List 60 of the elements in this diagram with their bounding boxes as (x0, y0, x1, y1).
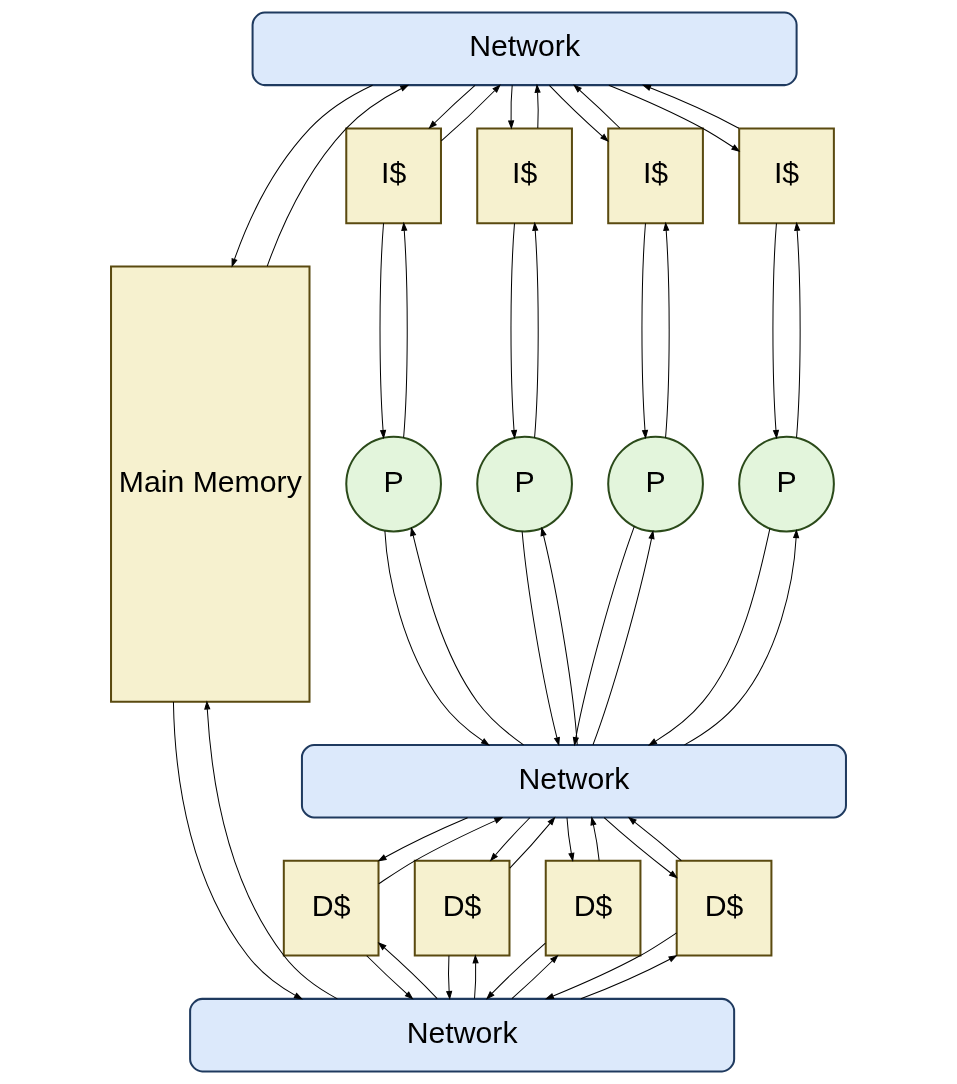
arrow (641, 222, 649, 440)
node-box: D$ (413, 859, 511, 957)
arrow (485, 942, 546, 1000)
arrow (580, 955, 678, 1000)
arrow (603, 817, 678, 879)
node-box: D$ (282, 859, 380, 957)
arrow (489, 817, 531, 862)
arrow (521, 531, 560, 747)
node-box: Network (300, 744, 847, 819)
arrow (794, 221, 801, 439)
node-box: Network (251, 11, 798, 87)
node-circle: P (738, 435, 835, 533)
node-box: I$ (607, 127, 704, 225)
node-circle: P (607, 435, 704, 533)
arrow (511, 954, 559, 1000)
arrow (627, 816, 682, 862)
arrow (377, 817, 469, 862)
node-box: D$ (675, 859, 773, 957)
arrow (641, 84, 740, 129)
arrow (663, 221, 670, 439)
node-box: Main Memory (110, 265, 311, 703)
arrow (572, 525, 635, 747)
arrow (384, 530, 490, 746)
arrow (540, 526, 578, 746)
arrow (534, 83, 541, 129)
arrow (510, 222, 518, 440)
arrow (472, 954, 479, 1000)
arrow (772, 222, 780, 440)
node-box: I$ (476, 127, 573, 225)
node-box: I$ (738, 127, 835, 225)
arrow (647, 528, 771, 746)
arrow (573, 84, 621, 129)
arrow (590, 816, 600, 861)
arrow (566, 817, 575, 862)
node-box: D$ (544, 859, 642, 957)
arrow (410, 526, 525, 746)
node-circle: P (345, 435, 442, 533)
node-circle: P (476, 435, 573, 533)
arrow (683, 528, 800, 746)
arrow (428, 84, 476, 130)
arrow (204, 700, 338, 1000)
arrow (366, 955, 414, 1000)
arrow (401, 221, 408, 439)
arrow (445, 955, 453, 1001)
arrow (440, 84, 501, 142)
node-box: Network (189, 997, 736, 1073)
arrow (172, 701, 303, 1000)
arrow (266, 84, 410, 267)
arrow (379, 222, 387, 440)
arrow (377, 942, 438, 1000)
arrow (509, 816, 556, 869)
arrow (532, 221, 539, 439)
arrow (231, 84, 374, 268)
arrow (544, 932, 678, 1000)
arrow (592, 530, 655, 746)
arrow (507, 84, 515, 130)
arrow (378, 817, 504, 885)
node-box: I$ (345, 127, 442, 225)
arrow (608, 84, 741, 152)
arrow (548, 84, 609, 142)
